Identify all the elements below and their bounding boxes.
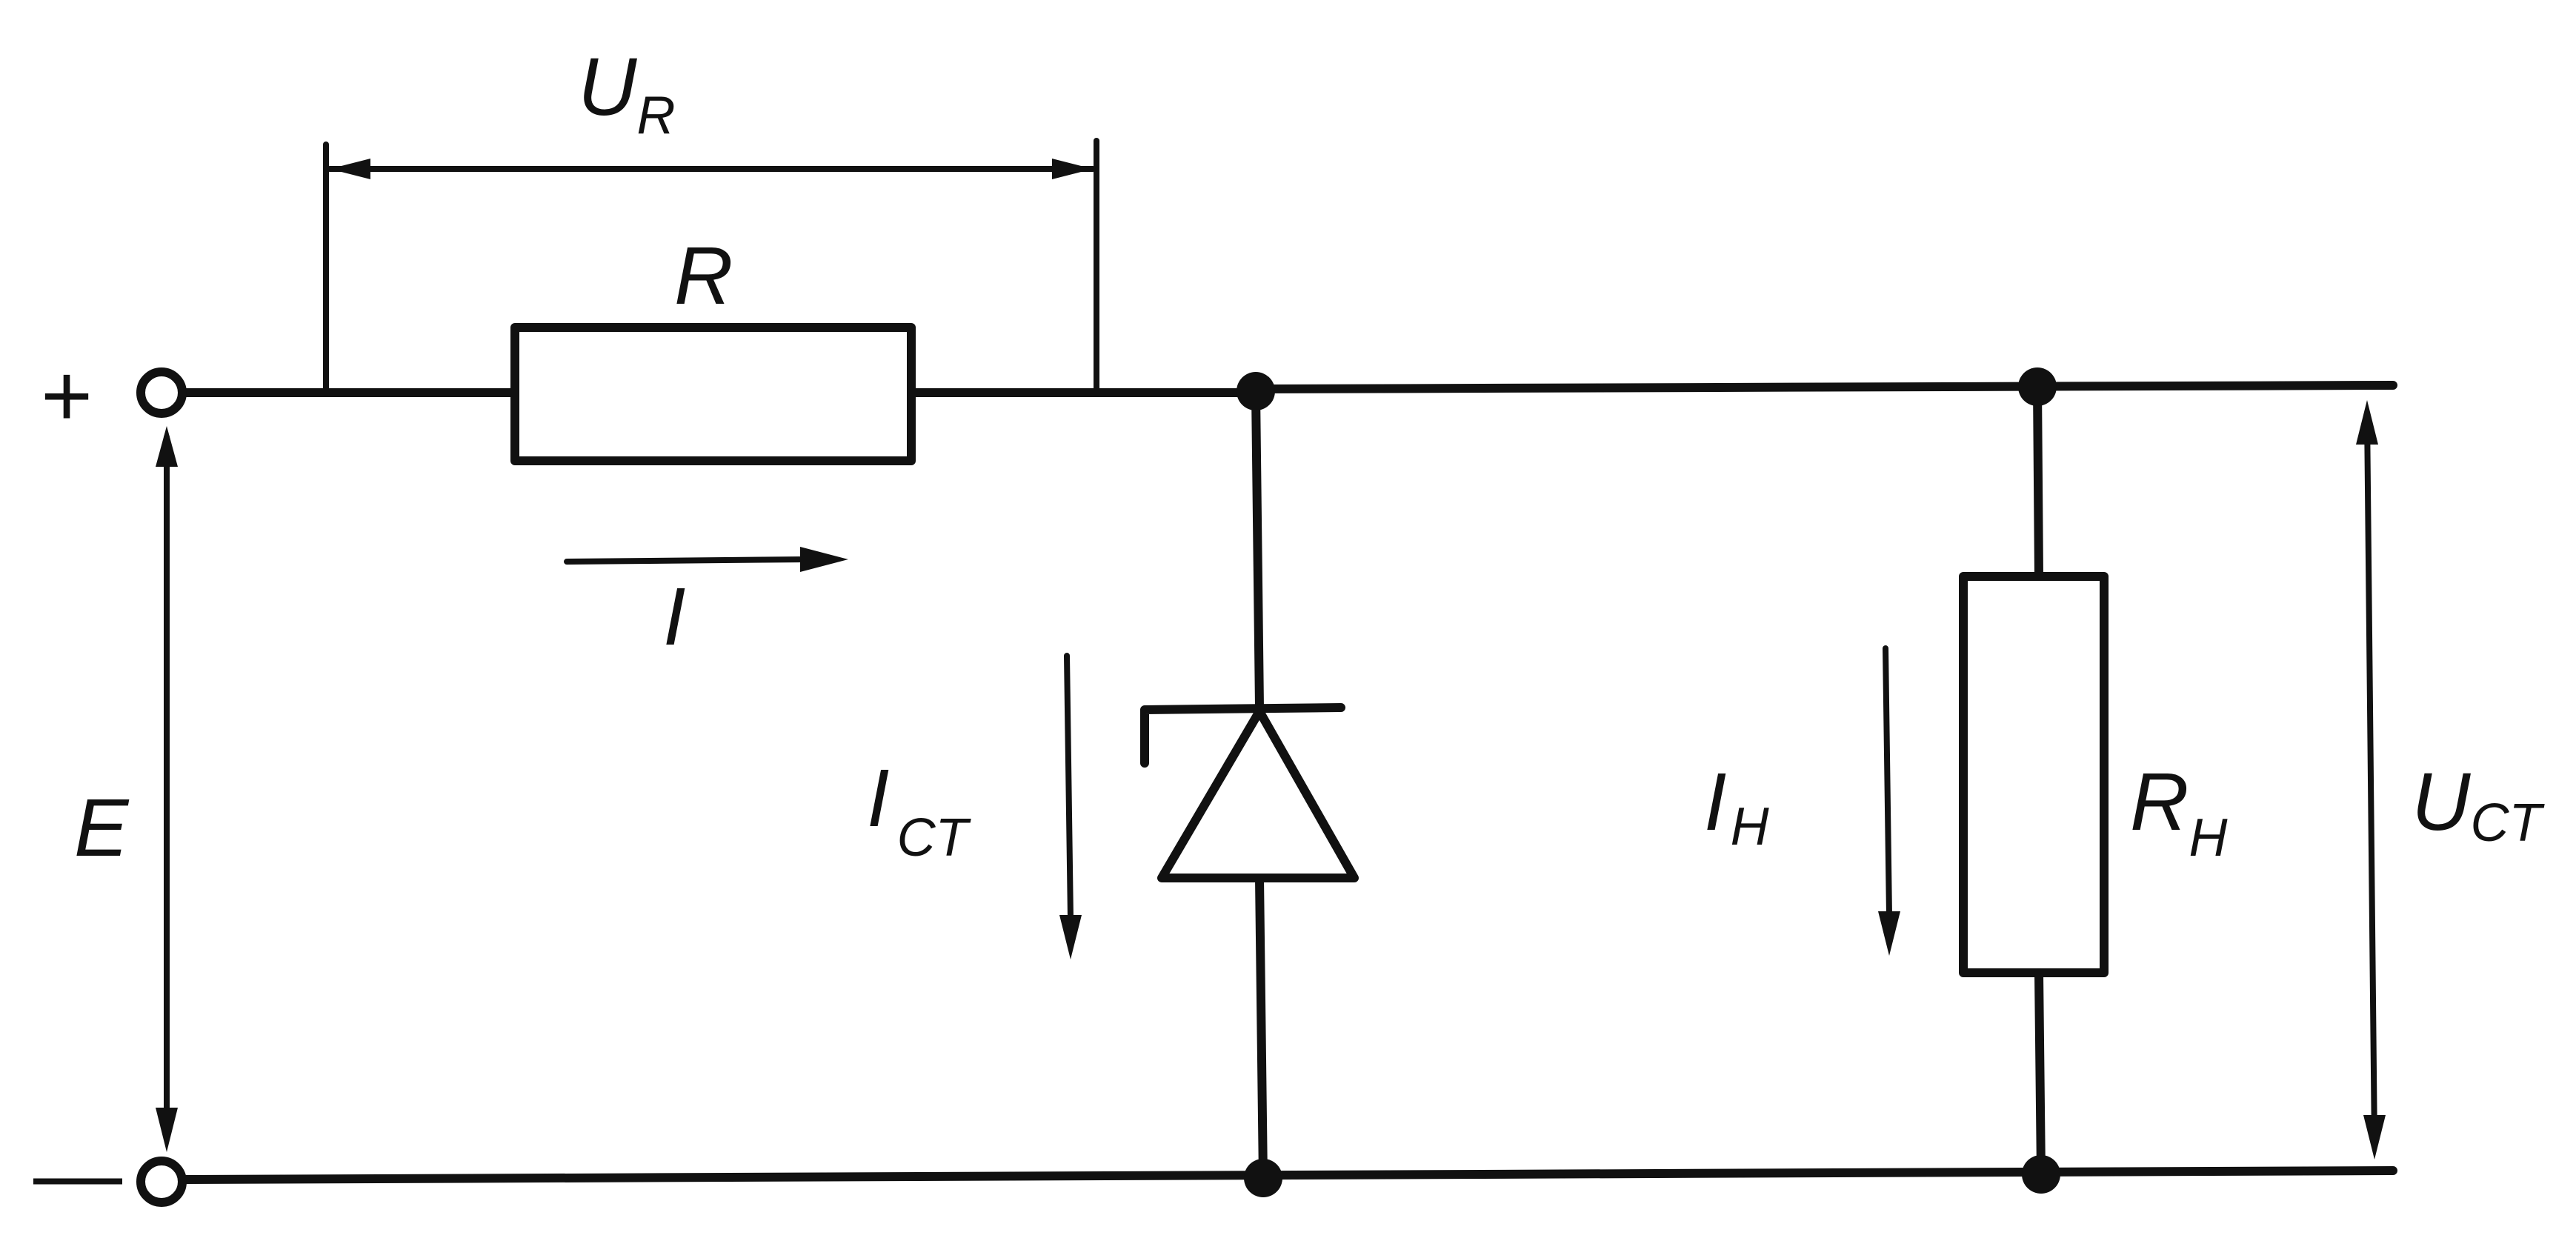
rh-label-sub: H bbox=[2189, 808, 2228, 868]
uct-label-main: U bbox=[2412, 756, 2471, 848]
i-label: I bbox=[663, 571, 686, 662]
resistor-r bbox=[510, 323, 916, 465]
ict-arrow-line bbox=[1064, 653, 1074, 922]
zener-wire-bottom bbox=[1255, 874, 1268, 1184]
plus-terminal bbox=[136, 367, 187, 418]
zener-diode-cathode bbox=[1140, 703, 1345, 768]
minus-sign: — bbox=[33, 1124, 122, 1223]
ur-label: UR bbox=[578, 41, 675, 145]
ih-arrow-line bbox=[1883, 645, 1892, 918]
junction-bottom-zener bbox=[1244, 1159, 1282, 1197]
current-i-arrowhead bbox=[800, 547, 848, 572]
ict-label-sub: CT bbox=[897, 808, 972, 868]
rh-label: RH bbox=[2130, 756, 2228, 868]
ih-label: IH bbox=[1704, 756, 1770, 856]
minus-terminal bbox=[136, 1157, 187, 1207]
ur-label-sub: R bbox=[636, 86, 675, 145]
uct-voltage-line bbox=[2364, 412, 2377, 1148]
ur-arrow-left bbox=[330, 159, 370, 179]
uct-label: UCT bbox=[2412, 756, 2545, 853]
e-label: E bbox=[74, 782, 130, 874]
ict-label-main: I bbox=[867, 753, 890, 844]
resistor-rh bbox=[1959, 572, 2109, 977]
ih-arrowhead bbox=[1878, 911, 1900, 956]
r-label: R bbox=[674, 230, 733, 322]
plus-sign: + bbox=[41, 346, 93, 445]
ur-arrow-right bbox=[1052, 159, 1093, 179]
rh-label-main: R bbox=[2130, 756, 2189, 848]
zener-wire-top bbox=[1251, 388, 1264, 712]
load-wire-top bbox=[2033, 382, 2043, 581]
ict-arrowhead bbox=[1059, 915, 1082, 959]
zener-diode-triangle bbox=[1157, 707, 1359, 882]
bottom-wire bbox=[181, 1166, 2397, 1184]
junction-top-load bbox=[2018, 367, 2057, 406]
ih-label-main: I bbox=[1704, 756, 1727, 848]
uct-label-sub: CT bbox=[2470, 793, 2545, 853]
ur-label-main: U bbox=[578, 41, 637, 133]
current-i-arrow-line bbox=[564, 556, 811, 565]
uct-arrow-bottom bbox=[2363, 1115, 2386, 1160]
top-wire-right bbox=[1251, 381, 2397, 393]
e-arrow-bottom bbox=[156, 1108, 178, 1152]
ih-label-sub: H bbox=[1731, 797, 1770, 856]
e-arrow-top bbox=[156, 426, 178, 467]
junction-bottom-load bbox=[2022, 1155, 2060, 1194]
load-wire-bottom bbox=[2034, 968, 2046, 1179]
junction-top-zener bbox=[1237, 372, 1275, 410]
uct-arrow-top bbox=[2356, 400, 2378, 445]
